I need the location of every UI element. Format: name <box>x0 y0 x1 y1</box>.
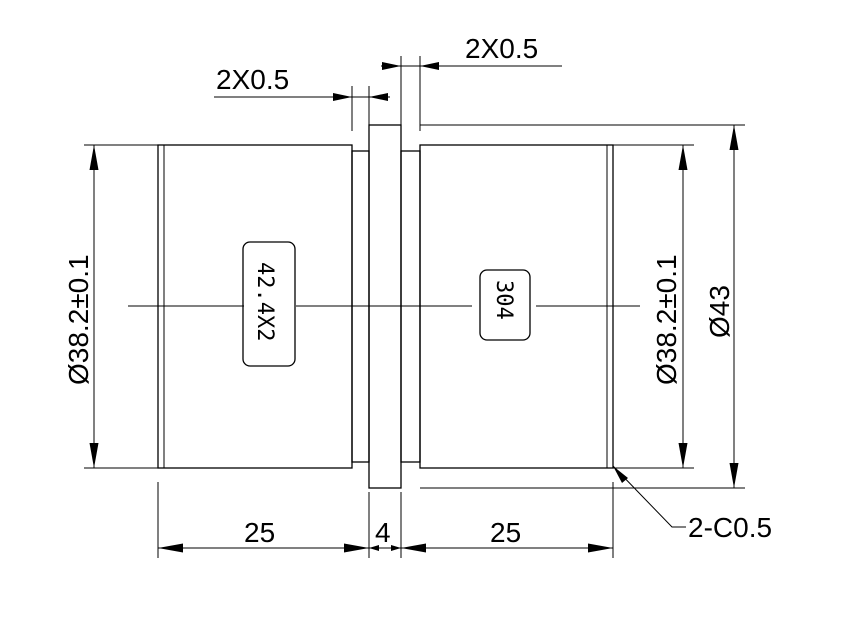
chamfer-label: 2-C0.5 <box>688 512 772 543</box>
chamfer-leader: 2-C0.5 <box>612 465 772 543</box>
right-diameter-dimension: Ø38.2±0.1 <box>613 144 694 469</box>
left-diameter-dimension: Ø38.2±0.1 <box>63 144 158 469</box>
outer-diameter-label: Ø43 <box>704 285 735 338</box>
material-box: 304 <box>479 269 531 341</box>
flange-width-label: 4 <box>375 517 391 548</box>
right-diameter-label: Ø38.2±0.1 <box>651 254 682 385</box>
outer-diameter-dimension: Ø43 <box>420 124 745 489</box>
right-groove-dimension: 2X0.5 <box>381 33 562 131</box>
pipe-spec-label: 42.4X2 <box>252 262 277 341</box>
material-label: 304 <box>491 280 516 320</box>
right-groove-label: 2X0.5 <box>465 33 538 64</box>
left-groove-label: 2X0.5 <box>216 64 289 95</box>
length-dimensions: 25 4 25 <box>157 482 614 558</box>
right-length-label: 25 <box>490 517 521 548</box>
left-diameter-label: Ø38.2±0.1 <box>63 254 94 385</box>
left-length-label: 25 <box>244 517 275 548</box>
pipe-spec-box: 42.4X2 <box>242 241 296 367</box>
left-groove-dimension: 2X0.5 <box>214 64 390 131</box>
